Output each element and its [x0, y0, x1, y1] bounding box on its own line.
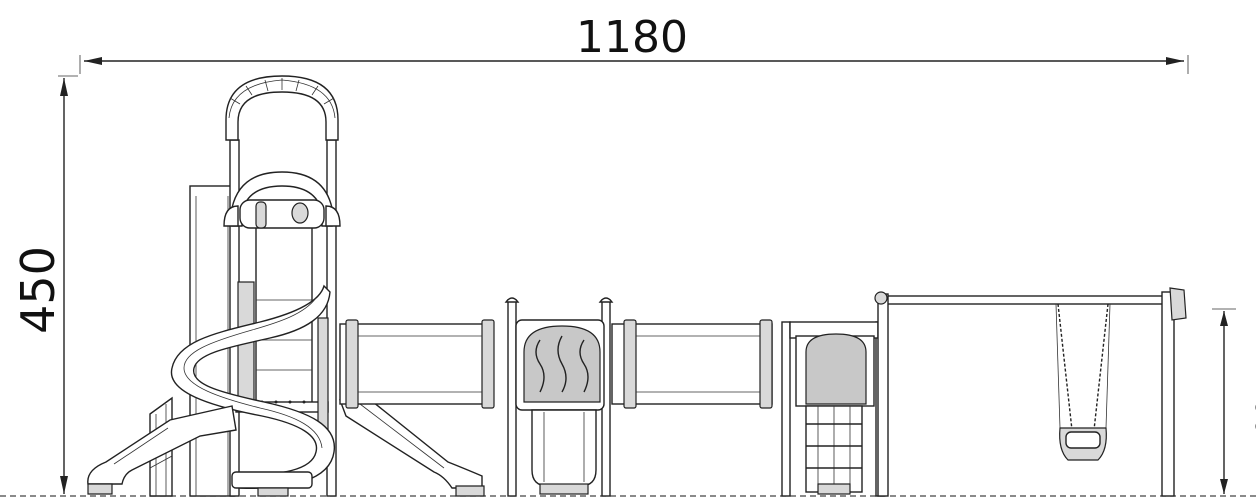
- post: [507, 299, 517, 497]
- left-tunnel: [339, 319, 495, 409]
- height-dimension: 450: [11, 75, 78, 494]
- swing-height-label: *200: [1248, 364, 1256, 436]
- right-tunnel: [611, 319, 773, 409]
- tunnel-ring: [623, 319, 637, 409]
- width-label: 1180: [576, 12, 688, 63]
- right-tower: [781, 321, 885, 497]
- tunnel-ring: [481, 319, 495, 409]
- middle-module: [504, 297, 614, 497]
- middle-slide: [531, 409, 597, 487]
- base-feet: [257, 487, 289, 497]
- right-slide: [339, 397, 485, 497]
- wave-icon: [557, 335, 567, 393]
- tower-arch-roof: [225, 75, 339, 141]
- wave-icon: [535, 339, 545, 393]
- tunnel-ring: [345, 319, 359, 409]
- swing-post: [1161, 291, 1175, 497]
- wave-icon: [579, 339, 589, 393]
- tunnel-tube: [611, 323, 773, 405]
- width-dimension: 1180: [79, 12, 1189, 74]
- arrow-down-icon: [60, 476, 68, 494]
- beam-end-cap: [1169, 287, 1187, 321]
- arrow-left-icon: [84, 57, 102, 65]
- arrow-right-icon: [1166, 57, 1184, 65]
- arrow-up-icon: [60, 78, 68, 96]
- tunnel-tube: [339, 323, 491, 405]
- swing-chain: [1093, 303, 1109, 431]
- spiral-slide: [170, 284, 336, 489]
- height-label: 450: [11, 246, 65, 334]
- swing-beam: [879, 295, 1171, 305]
- post: [781, 321, 791, 497]
- tunnel-ring: [759, 319, 773, 409]
- swing-post: [877, 293, 889, 497]
- handle-icon: [291, 202, 309, 224]
- left-slide: [87, 405, 237, 495]
- swing-chain: [1057, 303, 1073, 431]
- swing-set: [874, 287, 1187, 497]
- arrow-up-icon: [1220, 311, 1228, 326]
- arrow-down-icon: [1220, 479, 1228, 494]
- swing-height-dimension: *200: [1212, 308, 1256, 494]
- tower-window: [805, 333, 867, 405]
